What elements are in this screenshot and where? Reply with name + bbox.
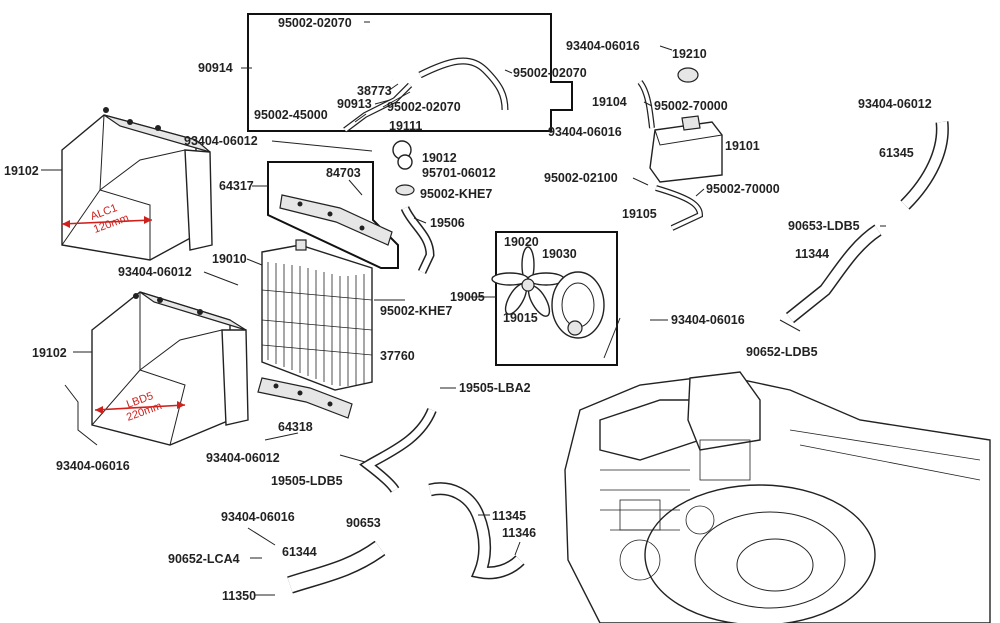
label-19005: 19005 (450, 290, 485, 304)
label-38773: 38773 (357, 84, 392, 98)
label-93404-06016-a: 93404-06016 (566, 39, 640, 53)
hose-kit-group-box (247, 13, 573, 132)
label-93404-06012-d: 93404-06012 (206, 451, 280, 465)
upper-bracket-drawing (279, 194, 393, 246)
label-37760: 37760 (380, 349, 415, 363)
label-19030: 19030 (542, 247, 577, 261)
label-19105: 19105 (622, 207, 657, 221)
label-90653-LDB5: 90653-LDB5 (788, 219, 860, 233)
label-95002-02070-right: 95002-02070 (513, 66, 587, 80)
label-64318: 64318 (278, 420, 313, 434)
label-11344: 11344 (795, 247, 829, 261)
label-11350: 11350 (222, 589, 256, 603)
label-19505-LBA2: 19505-LBA2 (459, 381, 531, 395)
part-labels: 95002-02070 90914 38773 90913 95002-4500… (4, 16, 932, 603)
fan-group-box (495, 231, 618, 366)
lower-bracket-drawing (257, 377, 353, 419)
label-19102-lower: 19102 (32, 346, 67, 360)
thermostat-drawing (392, 140, 415, 196)
label-95002-KHE7-b: 95002-KHE7 (380, 304, 452, 318)
label-19102-upper: 19102 (4, 164, 39, 178)
label-19506: 19506 (430, 216, 465, 230)
label-19012: 19012 (422, 151, 457, 165)
label-95002-02070-mid: 95002-02070 (387, 100, 461, 114)
reservoir-hoses-drawing (637, 67, 704, 231)
label-93404-06012-c: 93404-06012 (118, 265, 192, 279)
label-95002-02070-top: 95002-02070 (278, 16, 352, 30)
engine-drawing (564, 371, 991, 623)
label-93404-06016-b: 93404-06016 (548, 125, 622, 139)
label-19505-LDB5: 19505-LDB5 (271, 474, 343, 488)
bracket-group-box (267, 161, 399, 269)
label-93404-06012-a: 93404-06012 (858, 97, 932, 111)
label-95002-70000-a: 95002-70000 (654, 99, 728, 113)
label-93404-06012-b: 93404-06012 (184, 134, 258, 148)
label-11345: 11345 (492, 509, 526, 523)
label-19020: 19020 (504, 235, 539, 249)
label-90913: 90913 (337, 97, 372, 111)
label-19210: 19210 (672, 47, 707, 61)
label-93404-06016-e: 93404-06016 (221, 510, 295, 524)
label-95002-KHE7-a: 95002-KHE7 (420, 187, 492, 201)
fan-shroud-lower-drawing (91, 291, 249, 446)
coolant-reservoir-drawing (649, 115, 723, 183)
label-61345: 61345 (879, 146, 914, 160)
label-95002-45000: 95002-45000 (254, 108, 328, 122)
label-19010: 19010 (212, 252, 247, 266)
label-84703: 84703 (326, 166, 361, 180)
label-19101: 19101 (725, 139, 760, 153)
label-90653: 90653 (346, 516, 381, 530)
label-93404-06016-c: 93404-06016 (671, 313, 745, 327)
label-93404-06016-d: 93404-06016 (56, 459, 130, 473)
label-61344: 61344 (282, 545, 317, 559)
leader-lines (41, 21, 886, 596)
label-90914: 90914 (198, 61, 233, 75)
label-19111: 19111 (389, 119, 422, 133)
hose-kit-drawing (343, 29, 509, 133)
label-64317: 64317 (219, 179, 254, 193)
fan-shroud-upper-drawing (61, 107, 213, 261)
label-90652-LCA4: 90652-LCA4 (168, 552, 240, 566)
label-19104: 19104 (592, 95, 627, 109)
radiator-drawing (261, 239, 373, 391)
label-90652-LDB5: 90652-LDB5 (746, 345, 818, 359)
label-95002-02100: 95002-02100 (544, 171, 618, 185)
label-11346: 11346 (502, 526, 536, 540)
label-95701-06012: 95701-06012 (422, 166, 496, 180)
label-19015: 19015 (503, 311, 538, 325)
label-95002-70000-b: 95002-70000 (706, 182, 780, 196)
fan-assembly-drawing (491, 246, 605, 339)
